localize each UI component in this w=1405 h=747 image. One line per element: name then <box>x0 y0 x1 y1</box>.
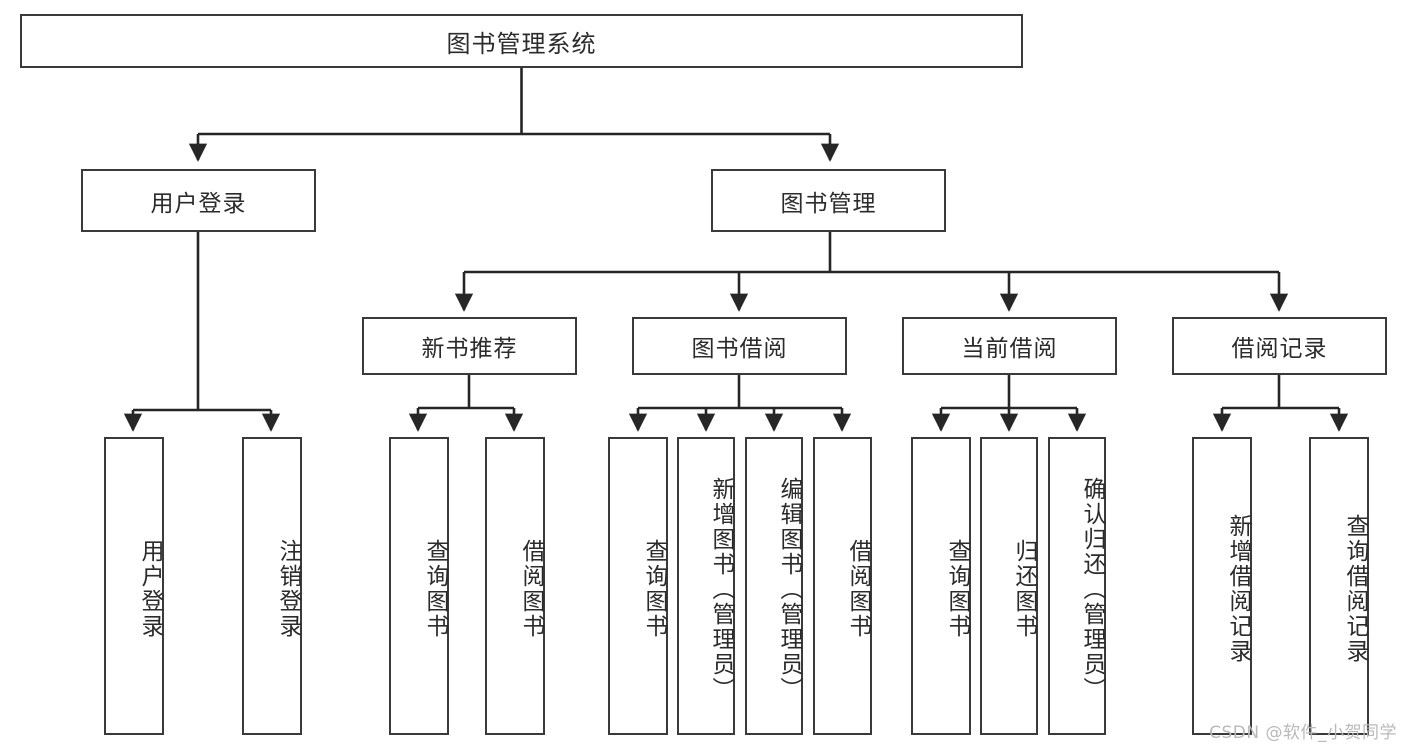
node-current-borrow[interactable]: 当前借阅 <box>902 317 1117 375</box>
leaf-current-query-book[interactable]: 查询图书 <box>911 437 971 735</box>
leaf-newbook-borrow-book[interactable]: 借阅图书 <box>485 437 545 735</box>
leaf-record-query-record[interactable]: 查询借阅记录 <box>1309 437 1369 735</box>
node-user-login[interactable]: 用户登录 <box>81 169 316 232</box>
leaf-borrow-add-book-admin[interactable]: 新增图书（管理员） <box>677 437 735 735</box>
node-book-management[interactable]: 图书管理 <box>711 169 946 232</box>
leaf-current-confirm-return-admin[interactable]: 确认归还（管理员） <box>1048 437 1106 735</box>
leaf-record-add-record[interactable]: 新增借阅记录 <box>1192 437 1252 735</box>
leaf-newbook-query-book[interactable]: 查询图书 <box>389 437 449 735</box>
leaf-user-login[interactable]: 用户登录 <box>104 437 164 735</box>
node-book-borrow[interactable]: 图书借阅 <box>632 317 847 375</box>
watermark-csdn: CSDN @软件_小贺同学 <box>1209 723 1397 743</box>
node-root-system[interactable]: 图书管理系统 <box>20 14 1023 68</box>
leaf-user-logout[interactable]: 注销登录 <box>242 437 302 735</box>
leaf-borrow-borrow-book[interactable]: 借阅图书 <box>813 437 872 735</box>
node-borrow-record[interactable]: 借阅记录 <box>1172 317 1387 375</box>
node-new-book-recommend[interactable]: 新书推荐 <box>362 317 577 375</box>
leaf-borrow-query-book[interactable]: 查询图书 <box>608 437 668 735</box>
leaf-borrow-edit-book-admin[interactable]: 编辑图书（管理员） <box>745 437 803 735</box>
leaf-current-return-book[interactable]: 归还图书 <box>980 437 1038 735</box>
